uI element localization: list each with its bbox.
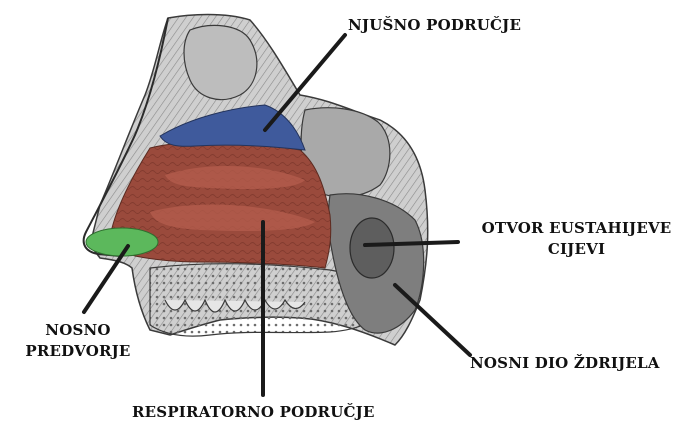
nasal-vestibule-label: NOSNO PREDVORJE <box>8 320 148 362</box>
olfactory-region-label: NJUŠNO PODRUČJE <box>348 15 521 36</box>
eustachian-tube-opening-label: OTVOR EUSTAHIJEVE CIJEVI <box>459 218 694 260</box>
vestibule-label-line1: NOSNO <box>8 320 148 341</box>
vestibule-label-line2: PREDVORJE <box>8 341 148 362</box>
eustachian-label-line2: CIJEVI <box>459 239 694 260</box>
nasopharynx-label: NOSNI DIO ŽDRIJELA <box>470 353 660 374</box>
eustachian-label-line1: OTVOR EUSTAHIJEVE <box>459 218 694 239</box>
respiratory-region-label: RESPIRATORNO PODRUČJE <box>132 402 375 423</box>
